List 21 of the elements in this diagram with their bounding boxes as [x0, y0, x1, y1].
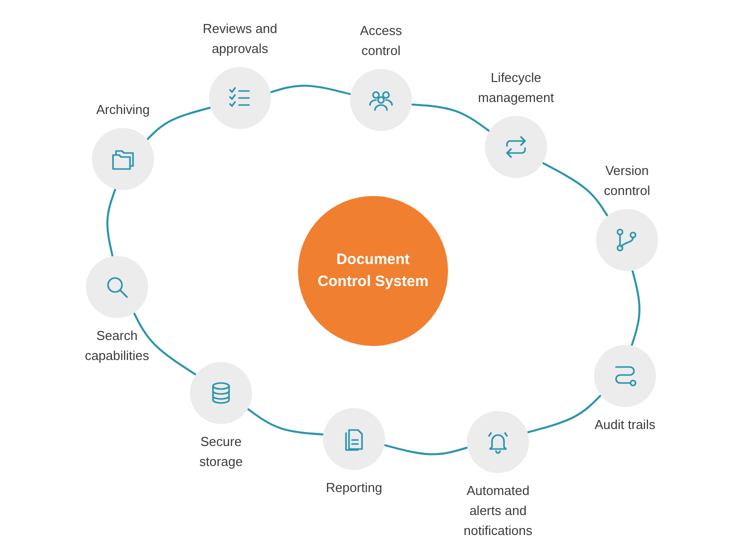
feature-label: Version conntrol [602, 162, 652, 200]
feature-label: Audit trails [594, 416, 656, 434]
feature-label: Archiving [95, 101, 151, 119]
ring-connector [384, 444, 468, 456]
feature-label: Reviews and approvals [202, 20, 278, 58]
ring-connector [527, 394, 602, 434]
ring-connector [247, 408, 324, 436]
ring-connector [542, 162, 608, 216]
feature-label: Lifecycle management [477, 69, 555, 107]
feature-label: Secure storage [198, 433, 244, 471]
hub-title: Document Control System [316, 250, 430, 292]
feature-label: Search capabilities [84, 327, 150, 365]
ring-connector [133, 312, 196, 376]
ring-connector [106, 188, 116, 257]
feature-label: Access control [359, 22, 403, 60]
feature-label: Reporting [324, 479, 384, 497]
feature-label: Automated alerts and notifications [462, 482, 534, 540]
ring-connector [412, 103, 490, 132]
ring-connector [146, 106, 211, 140]
ring-connector [630, 270, 640, 346]
ring-connector [270, 84, 351, 96]
